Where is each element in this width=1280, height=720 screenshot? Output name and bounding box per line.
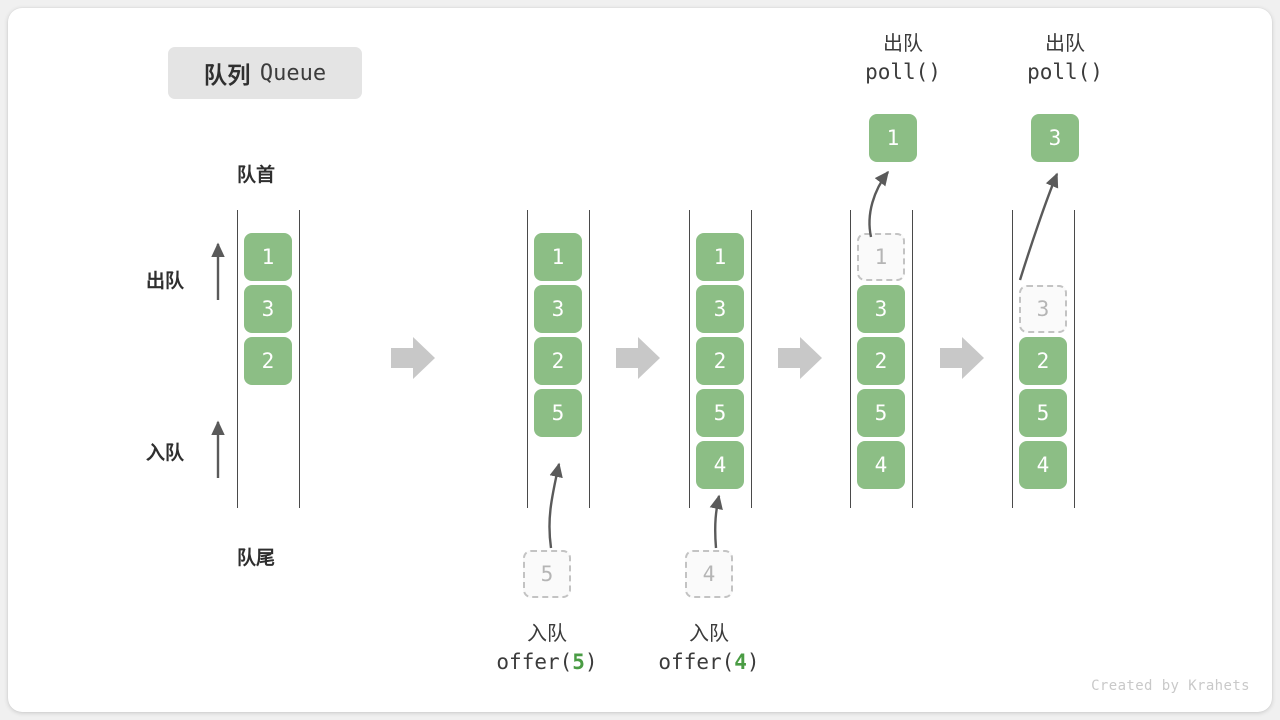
queue-cell: 5 (696, 389, 744, 437)
queue-cell: 2 (696, 337, 744, 385)
op-label-cn: 出队 (1045, 33, 1085, 55)
queue-rail-right (299, 210, 300, 508)
dequeue-operation-label: 出队 poll() (813, 30, 993, 88)
queue-rail-left (689, 210, 690, 508)
queue-cell: 1 (534, 233, 582, 281)
queue-cell: 2 (1019, 337, 1067, 385)
op-label-cn: 入队 (527, 623, 567, 645)
title-badge: 队列 Queue (168, 47, 362, 99)
watermark: Created by Krahets (1091, 678, 1250, 694)
dequeue-arrow-3 (1018, 172, 1059, 281)
op-label-cn: 出队 (883, 33, 923, 55)
incoming-element: 5 (523, 550, 571, 598)
op-label-code: poll() (865, 60, 941, 85)
queue-cell: 4 (1019, 441, 1067, 489)
label-queue-head: 队首 (237, 165, 276, 186)
queue-cell: 4 (696, 441, 744, 489)
queue-cell: 2 (244, 337, 292, 385)
queue-cell: 5 (857, 389, 905, 437)
queue-cell: 3 (244, 285, 292, 333)
outgoing-element: 3 (1031, 114, 1079, 162)
queue-cell-ghost: 1 (857, 233, 905, 281)
enqueue-arrow-5 (548, 462, 563, 549)
step-arrow-4 (940, 337, 984, 379)
queue-cell: 5 (1019, 389, 1067, 437)
queue-rail-right (589, 210, 590, 508)
enqueue-operation-label: 入队 offer(5) (457, 620, 637, 678)
queue-cell: 1 (696, 233, 744, 281)
queue-cell: 2 (857, 337, 905, 385)
queue-cell: 3 (696, 285, 744, 333)
enqueue-operation-label: 入队 offer(4) (619, 620, 799, 678)
dequeue-operation-label: 出队 poll() (975, 30, 1155, 88)
queue-cell: 4 (857, 441, 905, 489)
queue-rail-left (850, 210, 851, 508)
queue-rail-left (1012, 210, 1013, 508)
outgoing-element: 1 (869, 114, 917, 162)
dequeue-arrow-1 (868, 170, 889, 238)
op-label-code: offer(5) (496, 650, 598, 675)
op-label-code: poll() (1027, 60, 1103, 85)
label-enqueue: 入队 (146, 443, 185, 464)
queue-rail-left (527, 210, 528, 508)
queue-rail-right (912, 210, 913, 508)
enqueue-arrow-4 (709, 494, 723, 549)
queue-rail-left (237, 210, 238, 508)
queue-cell: 3 (534, 285, 582, 333)
op-label-cn: 入队 (689, 623, 729, 645)
title-cn: 队列 (203, 62, 251, 88)
op-label-code: offer(4) (658, 650, 760, 675)
step-arrow-3 (778, 337, 822, 379)
connector-overlay (211, 170, 1059, 549)
step-arrow-2 (616, 337, 660, 379)
title-en: Queue (259, 60, 327, 86)
label-queue-tail: 队尾 (237, 548, 276, 569)
queue-cell: 1 (244, 233, 292, 281)
queue-cell: 3 (857, 285, 905, 333)
queue-cell: 5 (534, 389, 582, 437)
queue-cell: 2 (534, 337, 582, 385)
queue-rail-right (751, 210, 752, 508)
label-dequeue: 出队 (146, 271, 185, 292)
step-arrow-1 (391, 337, 435, 379)
incoming-element: 4 (685, 550, 733, 598)
queue-cell-ghost: 3 (1019, 285, 1067, 333)
queue-rail-right (1074, 210, 1075, 508)
